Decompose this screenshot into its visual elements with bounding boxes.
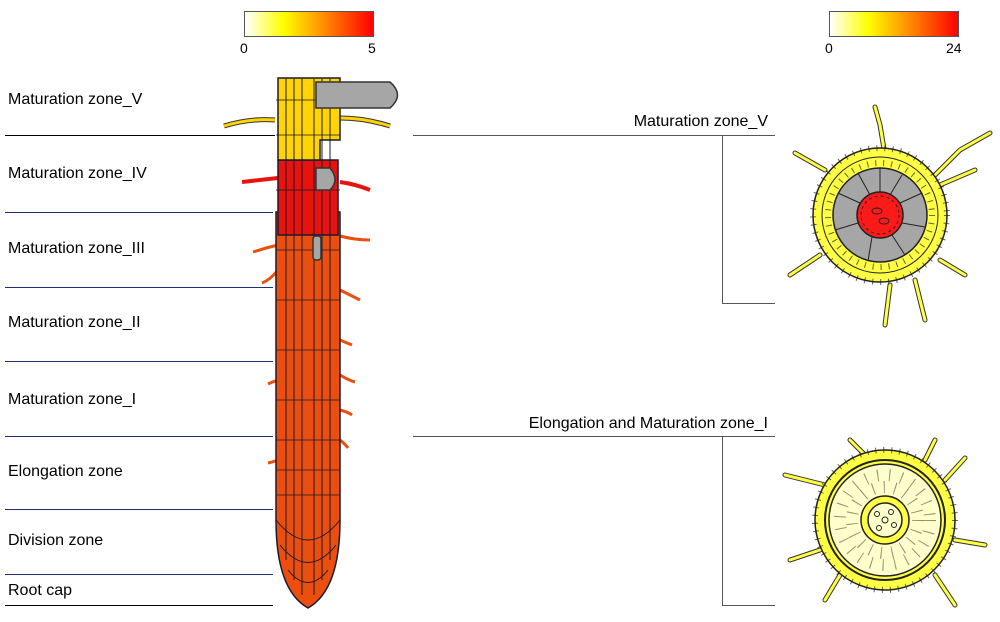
zone-divider (5, 509, 273, 510)
zone-label-maturation-iv: Maturation zone_IV (8, 165, 147, 182)
root-zone-lower (275, 211, 341, 609)
zone-divider (5, 212, 273, 213)
zone-label-root-cap: Root cap (8, 582, 73, 599)
root-longitudinal-diagram (223, 77, 399, 609)
zone-divider (5, 574, 273, 575)
lateral-root (315, 81, 399, 109)
zone-label-division: Division zone (8, 532, 104, 549)
zone-label-maturation-ii: Maturation zone_II (8, 314, 141, 331)
cross-section-label-maturation-v: Maturation zone_V (633, 113, 768, 130)
lateral-root (315, 167, 336, 191)
lateral-root (312, 235, 322, 261)
zone-divider (5, 361, 273, 362)
stele (867, 502, 903, 538)
leader-line (722, 605, 775, 606)
right-scale-max: 24 (946, 40, 962, 56)
left-scale-min: 0 (240, 40, 248, 56)
cross-section-elongation-maturation-i (782, 437, 988, 608)
right-color-scale (829, 11, 959, 37)
zone-label-maturation-iii: Maturation zone_III (8, 240, 145, 257)
stele (856, 191, 904, 239)
leader-line (722, 436, 723, 605)
zone-label-elongation: Elongation zone (8, 463, 123, 480)
zone-label-maturation-v: Maturation zone_V (8, 91, 143, 108)
zone-divider (5, 436, 273, 437)
leader-line (413, 436, 775, 437)
right-scale-min: 0 (825, 40, 833, 56)
zone-divider (5, 135, 275, 136)
leader-line (413, 135, 775, 136)
zone-divider (5, 605, 273, 606)
zone-label-maturation-i: Maturation zone_I (8, 391, 137, 408)
cross-section-label-elongation-maturation-i: Elongation and Maturation zone_I (528, 415, 768, 432)
cross-section-maturation-v (787, 104, 993, 328)
left-color-scale (244, 11, 374, 37)
leader-line (722, 303, 775, 304)
left-scale-max: 5 (368, 40, 376, 56)
zone-divider (5, 287, 273, 288)
leader-line (722, 135, 723, 303)
